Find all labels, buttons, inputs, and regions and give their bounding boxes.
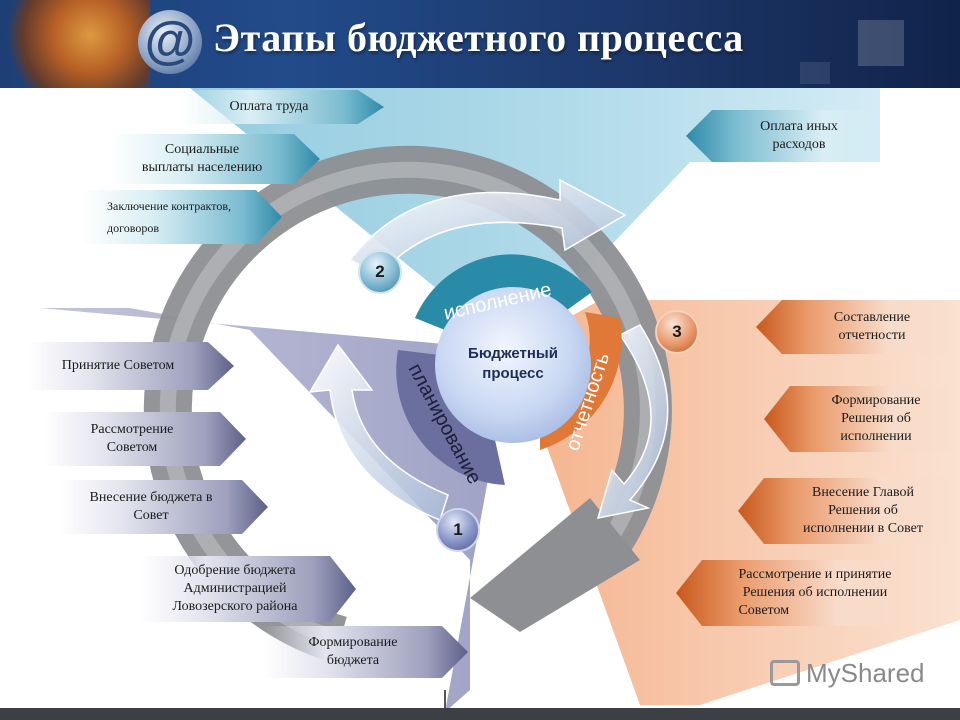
header-banner: @ Этапы бюджетного процесса: [0, 0, 960, 88]
execution-arrow: [348, 178, 627, 276]
planning-arrow: [308, 343, 449, 521]
header-photo: [0, 0, 150, 88]
phase-1-badge: 1: [436, 508, 480, 552]
phase-2-badge: 2: [358, 250, 402, 294]
center-line1: Бюджетный: [468, 345, 558, 362]
center-line2: процесс: [482, 365, 544, 382]
center-label: Бюджетный процесс: [448, 344, 578, 384]
label-contracts: Заключение контрактов,договоров: [82, 190, 282, 244]
footer-bar: [0, 708, 960, 720]
decorative-square: [800, 62, 830, 84]
label-council-adoption: Принятие Советом: [28, 342, 234, 390]
watermark-text: MyShared: [806, 657, 925, 688]
watermark-logo: MyShared: [770, 656, 925, 690]
page-title: Этапы бюджетного процесса: [213, 15, 744, 60]
center-circle: [435, 287, 591, 443]
reporting-arrow: [596, 324, 669, 519]
planning-sector: [40, 308, 512, 712]
outer-arrow-head: [470, 498, 640, 632]
at-sign-icon: @: [138, 10, 202, 74]
decorative-square: [858, 20, 904, 66]
label-wages: Оплата труда: [180, 90, 384, 124]
phase-3-badge: 3: [655, 310, 699, 354]
planning-band: [396, 350, 505, 485]
projector-icon: [770, 660, 800, 686]
